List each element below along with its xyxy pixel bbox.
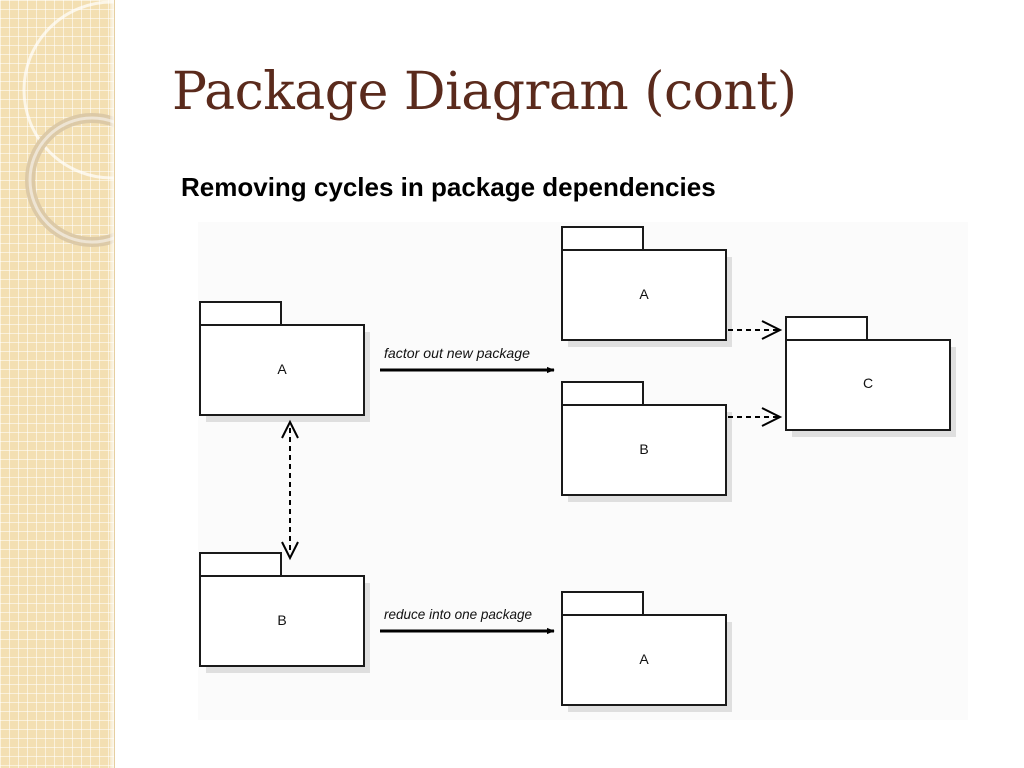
dependency-b-to-c [728,407,783,427]
diagram-canvas: A B A B C [199,226,956,712]
dependency-a-to-c [728,320,783,340]
package-right-b-label: B [639,441,648,457]
package-right-b: B [561,381,732,502]
package-left-b-label: B [277,612,286,628]
package-diagram: A B A B C [198,222,968,720]
cyclic-dependency-arrow [281,419,299,561]
slide-title: Package Diagram (cont) [172,62,797,122]
factor-out-arrow: factor out new package [380,345,555,374]
decorative-side-strip [0,0,115,768]
package-right-a: A [561,226,732,347]
reduce-arrow: reduce into one package [380,606,555,635]
slide-subtitle: Removing cycles in package dependencies [181,172,716,202]
decorative-swirl [22,0,114,247]
package-merged-a: A [561,591,732,712]
package-right-c: C [785,316,956,437]
package-right-a-label: A [639,286,649,302]
package-left-a-label: A [277,361,287,377]
package-left-a: A [199,301,370,422]
package-right-c-label: C [863,375,873,391]
package-left-b: B [199,552,370,673]
package-merged-a-label: A [639,651,649,667]
reduce-label: reduce into one package [384,606,532,622]
factor-out-label: factor out new package [384,345,530,361]
